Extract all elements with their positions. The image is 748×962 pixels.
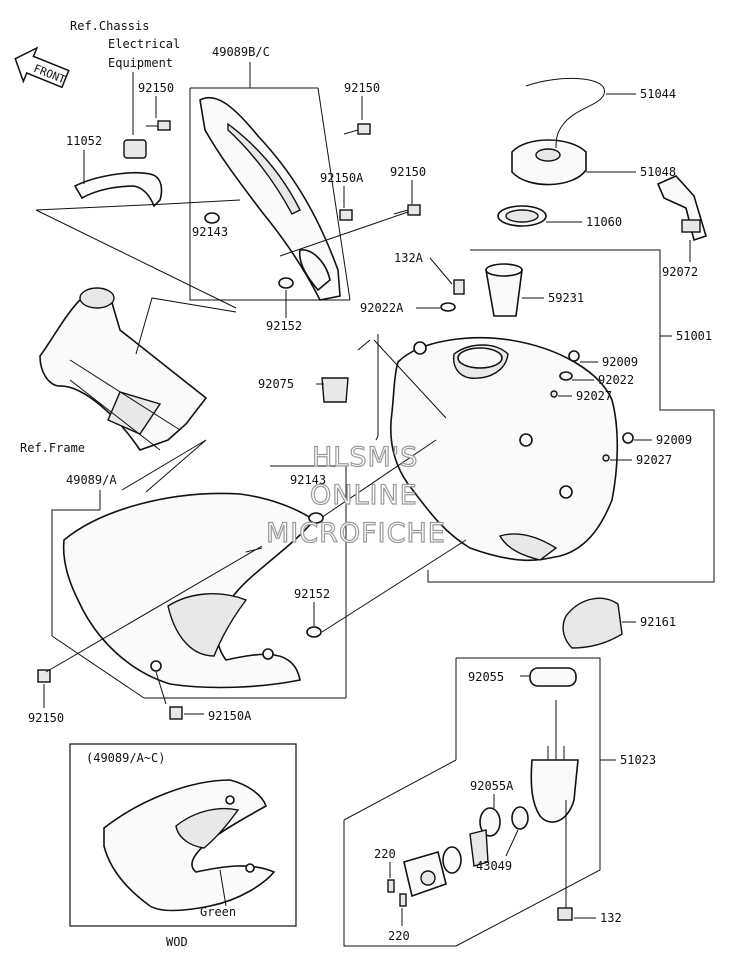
part-label-92072: 92072 xyxy=(662,265,698,279)
part-label-92150: 92150 xyxy=(28,711,64,725)
o-ring-92055a xyxy=(479,807,501,837)
part-label-11052: 11052 xyxy=(66,134,102,148)
part-label-92150A: 92150A xyxy=(208,709,252,723)
ref-chassis-note-line2: Electrical xyxy=(108,37,180,51)
shroud-49089a xyxy=(62,492,316,689)
part-label-92152: 92152 xyxy=(294,587,330,601)
fastener-icon xyxy=(550,390,558,398)
o-ring-43049 xyxy=(511,806,529,830)
part-label-92022A: 92022A xyxy=(360,301,404,315)
part-label-92009: 92009 xyxy=(656,433,692,447)
part-label-92143: 92143 xyxy=(290,473,326,487)
inset-color-note: Green xyxy=(200,905,236,919)
part-label-92009: 92009 xyxy=(602,355,638,369)
part-label-92150A: 92150A xyxy=(320,171,364,185)
watermark-line1: HLSM'S xyxy=(312,442,418,473)
washer-icon xyxy=(278,277,294,289)
part-label-92161: 92161 xyxy=(640,615,676,629)
part-label-92150: 92150 xyxy=(344,81,380,95)
breather-hose-51044 xyxy=(525,78,605,149)
filler-neck-59231 xyxy=(485,269,523,317)
bolt-icon xyxy=(557,907,573,921)
part-label-51044: 51044 xyxy=(640,87,676,101)
part-label-49089A: 49089/A xyxy=(66,473,117,487)
bolt-icon xyxy=(453,279,465,295)
fastener-icon xyxy=(602,454,610,462)
part-label-92027: 92027 xyxy=(636,453,672,467)
watermark: HLSM'S ONLINE MICROFICHE xyxy=(265,441,446,549)
front-arrow-icon: FRONT xyxy=(14,46,70,89)
washer-icon xyxy=(306,626,322,638)
part-label-92055A: 92055A xyxy=(470,779,514,793)
part-label-92075: 92075 xyxy=(258,377,294,391)
part-label-51048: 51048 xyxy=(640,165,676,179)
fuel-tap-group xyxy=(343,657,601,947)
fuel-tap-51023 xyxy=(530,759,579,823)
fuel-tank-group xyxy=(316,78,715,633)
part-label-51023: 51023 xyxy=(620,753,656,767)
ref-chassis-note-line1: Ref.Chassis xyxy=(70,19,149,33)
part-label-51001: 51001 xyxy=(676,329,712,343)
part-label-92143: 92143 xyxy=(192,225,228,239)
screw-icon xyxy=(399,893,407,907)
part-label-43049: 43049 xyxy=(476,859,512,873)
washer-icon xyxy=(308,512,324,524)
washer-icon xyxy=(559,371,573,381)
grommet-icon xyxy=(321,377,349,403)
watermark-line2: ONLINE xyxy=(310,480,418,511)
part-label-132A: 132A xyxy=(394,251,424,265)
inset-title: (49089/A~C) xyxy=(86,751,165,765)
ref-chassis-note-line3: Equipment xyxy=(108,56,173,70)
fuel-cap-51048 xyxy=(511,139,587,186)
bolt-icon xyxy=(169,706,183,720)
part-label-92150: 92150 xyxy=(138,81,174,95)
bracket-11052 xyxy=(73,171,163,208)
part-label-92150: 92150 xyxy=(390,165,426,179)
part-label-132: 132 xyxy=(600,911,622,925)
shroud-49089a-group xyxy=(37,465,347,720)
screw-icon xyxy=(387,879,395,893)
shroud-color-inset xyxy=(69,743,297,927)
gasket-92055 xyxy=(529,667,577,687)
frame-reference xyxy=(39,287,237,493)
bolt-icon xyxy=(37,669,51,683)
connector-part xyxy=(123,139,147,159)
watermark-line3: MICROFICHE xyxy=(266,518,446,549)
ref-frame-note: Ref.Frame xyxy=(20,441,85,455)
washer-icon xyxy=(440,302,456,312)
fuel-tank-51001 xyxy=(389,337,619,562)
bolt-icon xyxy=(146,120,171,131)
shroud-bracket-group xyxy=(35,62,421,309)
part-label-11060: 11060 xyxy=(586,215,622,229)
bolt-icon xyxy=(339,209,353,221)
part-label-49089bc: 49089B/C xyxy=(212,45,270,59)
part-label-220: 220 xyxy=(374,847,396,861)
part-label-92152: 92152 xyxy=(266,319,302,333)
part-label-92027: 92027 xyxy=(576,389,612,403)
fastener-icon xyxy=(622,432,634,444)
pad-92161 xyxy=(562,597,623,649)
part-label-92055: 92055 xyxy=(468,670,504,684)
bolt-icon xyxy=(343,123,371,135)
washer-icon xyxy=(204,212,220,224)
part-label-59231: 59231 xyxy=(548,291,584,305)
fastener-icon xyxy=(568,350,580,362)
bolt-icon xyxy=(393,204,421,216)
inset-caption: WOD xyxy=(166,935,188,949)
part-label-220: 220 xyxy=(388,929,410,943)
part-label-92022: 92022 xyxy=(598,373,634,387)
